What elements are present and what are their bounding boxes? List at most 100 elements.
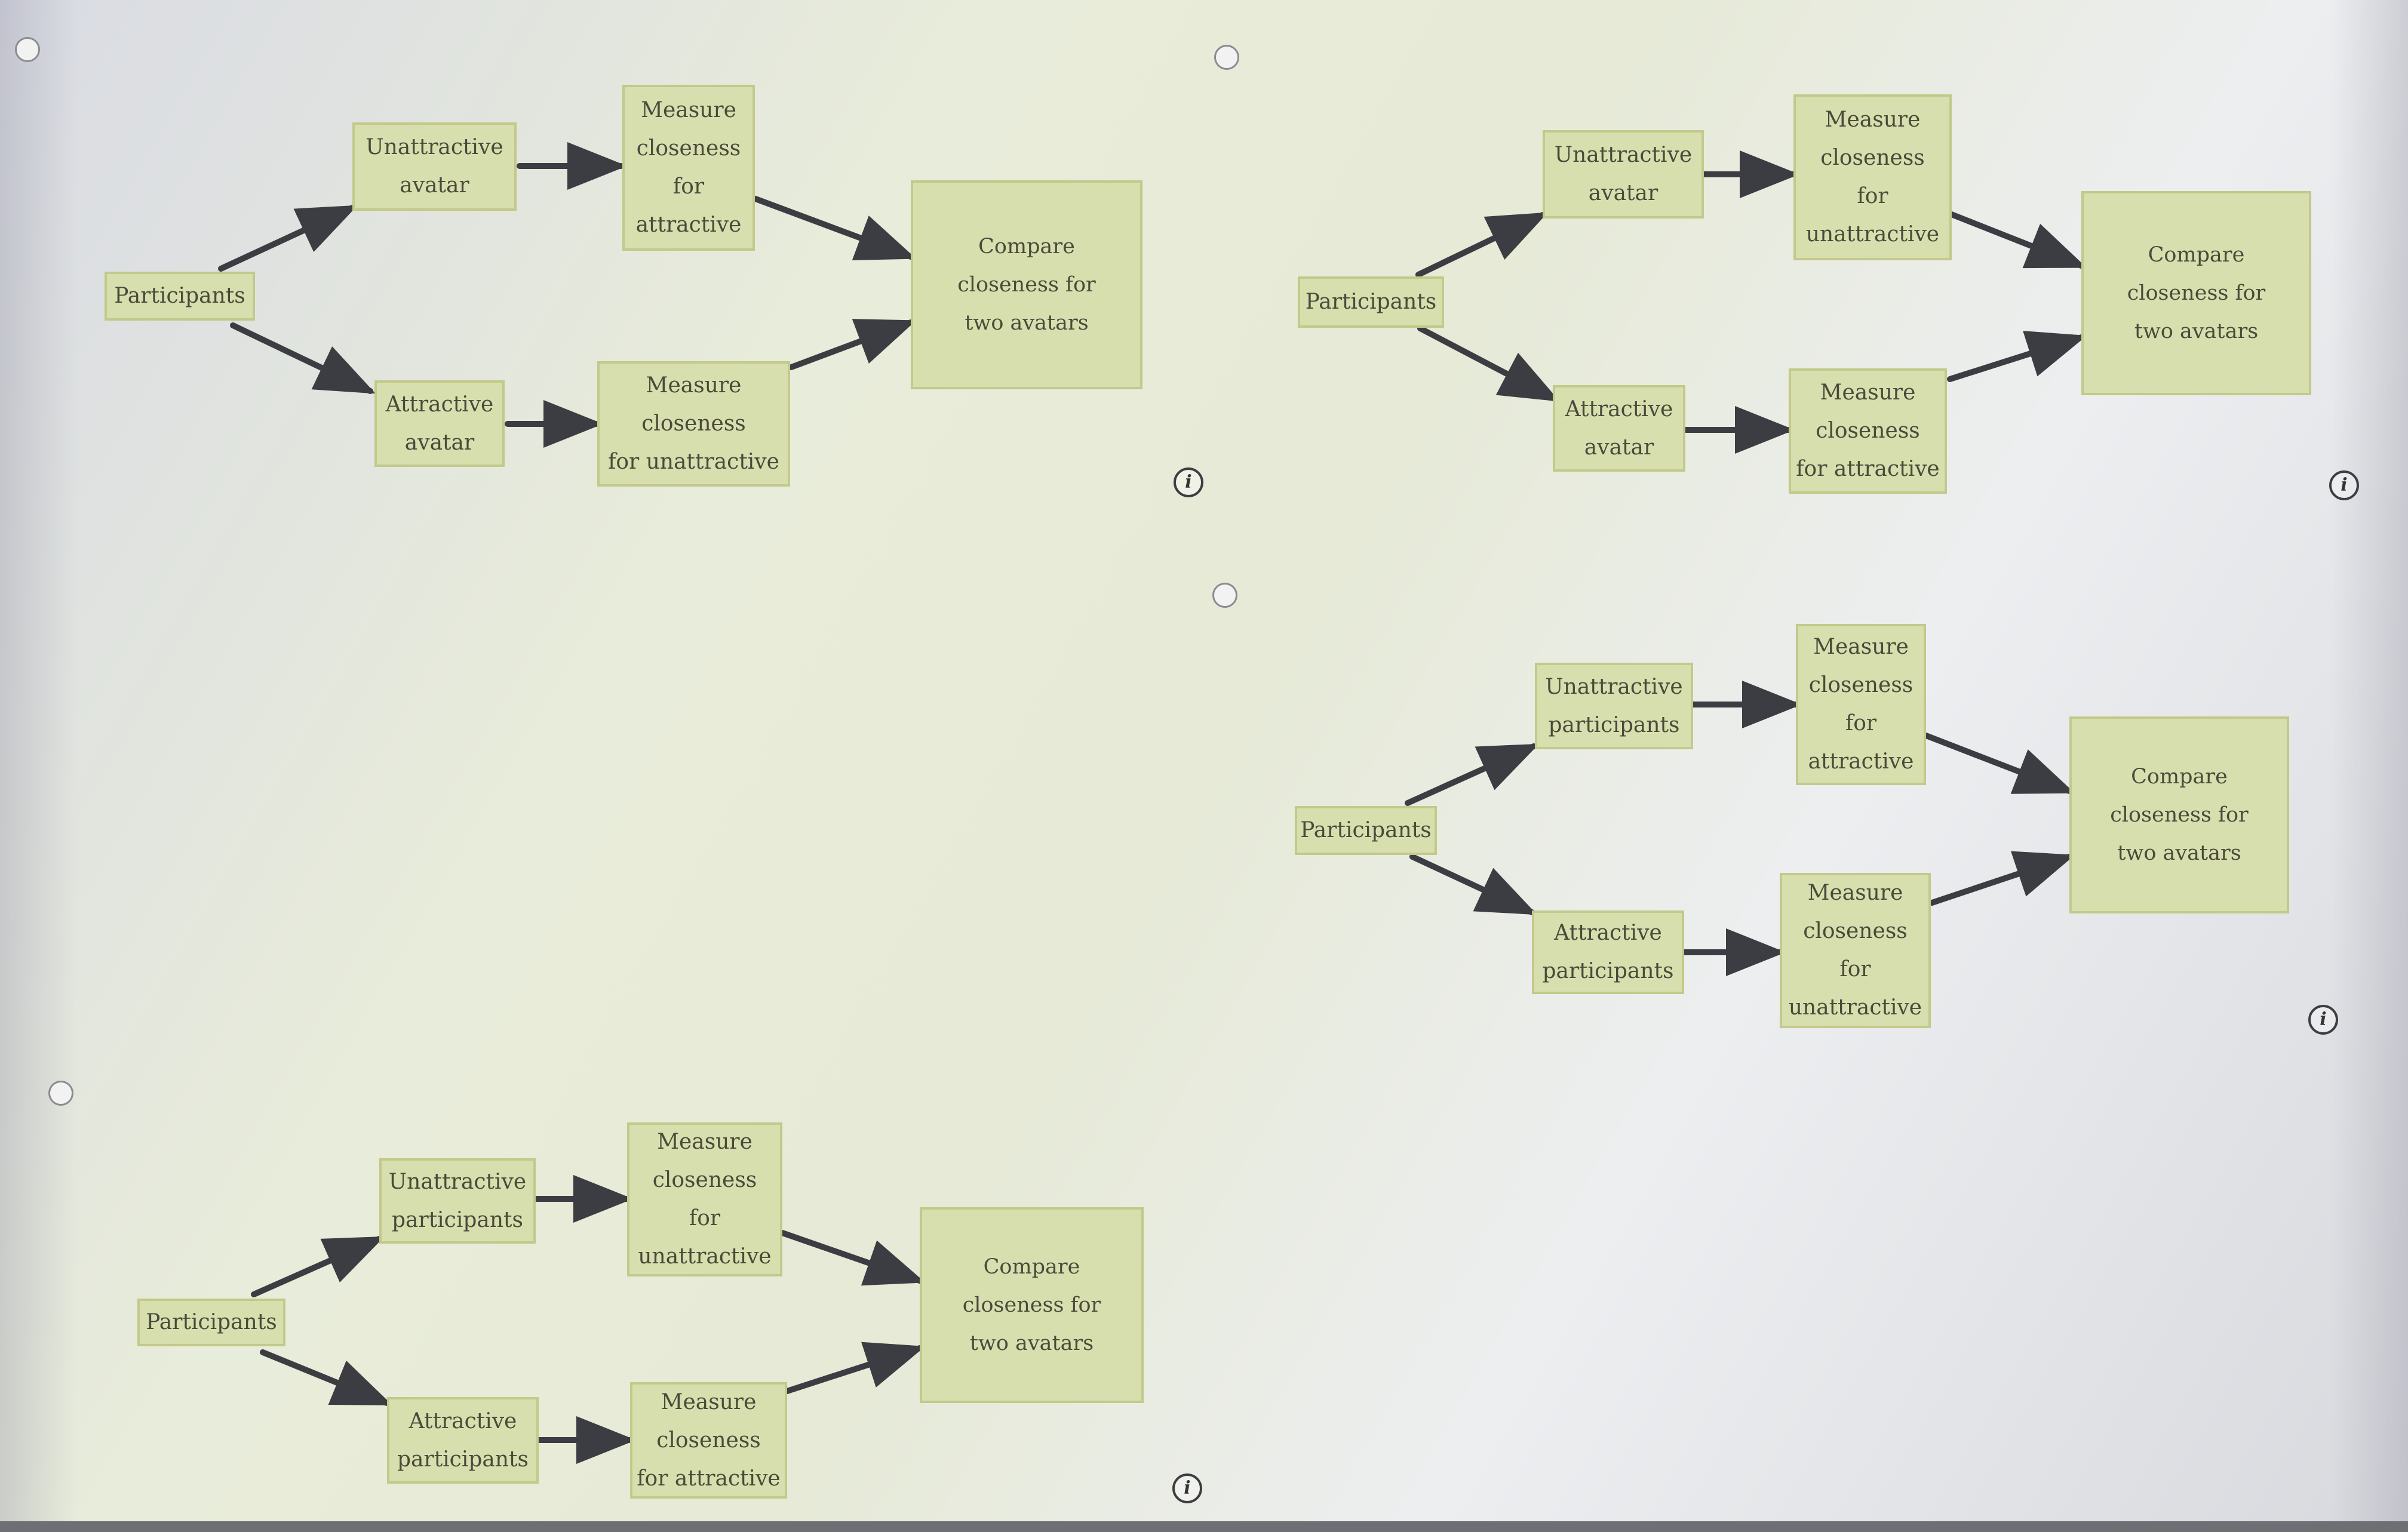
node-text: Measure [1820,380,1916,405]
measure-node-upper: Measure closeness for attractive [1796,624,1926,785]
group-node-upper: Unattractive avatar [1543,130,1704,219]
arrow-c-1 [1405,743,1540,806]
node-text: Compare [978,235,1075,259]
node-text: avatar [404,430,475,455]
node-text: closeness for [2127,281,2266,305]
arrow-d-5 [779,1230,926,1286]
info-icon[interactable]: i [1174,467,1203,497]
arrow-a-2 [230,322,376,394]
measure-node-upper: Measure closeness for unattractive [627,1122,782,1276]
group-node-lower: Attractive participants [1532,910,1684,994]
measure-node-lower: Measure closeness for unattractive [1780,873,1931,1028]
node-text: two avatars [2117,841,2241,865]
group-node-upper: Unattractive avatar [352,122,517,211]
measure-node-lower: Measure closeness for unattractive [597,361,790,487]
compare-node: Compare closeness for two avatars [2081,191,2311,395]
node-text: unattractive [638,1244,772,1269]
node-text: closeness [1820,146,1925,170]
node-text: avatar [1584,435,1654,460]
arrow-c-6 [1929,851,2075,906]
node-text: for attractive [637,1466,781,1491]
node-text: for [1845,711,1877,736]
group-node-lower: Attractive participants [387,1397,539,1484]
arrow-a-1 [218,205,358,272]
info-icon[interactable]: i [2329,470,2359,500]
node-text: Measure [661,1389,757,1414]
node-text: Measure [1813,635,1909,659]
radio-option-b[interactable] [1214,45,1239,70]
node-text: participants [391,1207,523,1232]
node-text: two avatars [969,1331,1094,1355]
node-text: Participants [1305,290,1437,314]
arrow-a-6 [788,319,917,370]
measure-node-lower: Measure closeness for attractive [1789,368,1947,494]
node-text: unattractive [1788,995,1922,1020]
participants-node: Participants [105,272,255,321]
node-text: Measure [641,98,736,122]
arrow-a-5 [752,196,917,261]
node-text: attractive [635,213,742,237]
node-text: Participants [1300,818,1432,842]
compare-node: Compare closeness for two avatars [911,180,1142,389]
node-text: closeness for [957,273,1096,297]
participants-node: Participants [1298,276,1444,328]
info-icon[interactable]: i [1172,1473,1202,1503]
node-text: Compare [2131,765,2228,789]
node-text: closeness for [2110,803,2249,827]
node-text: participants [397,1447,529,1472]
measure-node-lower: Measure closeness for attractive [630,1382,787,1499]
node-text: unattractive [1805,222,1940,247]
measure-node-upper: Measure closeness for unattractive [1793,94,1952,260]
node-text: two avatars [965,311,1089,335]
node-text: Unattractive [1545,674,1683,699]
arrow-b-5 [1947,211,2087,269]
group-node-lower: Attractive avatar [374,380,505,467]
arrow-d-6 [784,1342,926,1394]
radio-option-a[interactable] [15,37,40,62]
group-node-upper: Unattractive participants [379,1158,536,1244]
arrow-d-1 [251,1236,385,1297]
node-text: for unattractive [608,450,779,474]
compare-node: Compare closeness for two avatars [2069,716,2289,913]
node-text: avatar [400,173,469,198]
node-text: Attractive [408,1408,517,1433]
node-text: closeness [1808,673,1914,697]
info-icon[interactable]: i [2308,1005,2338,1035]
node-text: Compare [2148,243,2245,267]
arrow-b-1 [1415,212,1549,278]
node-text: Unattractive [388,1169,527,1194]
node-text: Unattractive [1554,143,1693,167]
node-text: Measure [1825,107,1921,132]
node-text: Participants [146,1310,277,1334]
node-text: two avatars [2134,319,2259,343]
node-text: closeness [1816,419,1920,443]
radio-option-c[interactable] [1212,583,1237,608]
node-text: for [689,1206,721,1230]
node-text: Unattractive [366,135,503,159]
radio-option-d[interactable] [48,1081,73,1106]
node-text: for attractive [1796,457,1940,481]
node-text: participants [1542,959,1674,983]
node-text: Attractive [1554,921,1662,945]
arrow-b-6 [1947,331,2087,382]
measure-node-upper: Measure closeness for attractive [622,85,755,251]
node-text: closeness [656,1428,761,1453]
node-text: Compare [983,1255,1080,1279]
arrow-c-5 [1923,733,2075,794]
node-text: avatar [1588,181,1658,205]
node-text: closeness [641,411,746,436]
node-text: Measure [657,1130,752,1154]
node-text: Participants [114,284,245,308]
node-text: for [1857,184,1888,208]
left-shadow [0,0,78,1521]
node-text: for [1839,957,1871,982]
node-text: for [672,174,705,199]
group-node-lower: Attractive avatar [1553,385,1685,472]
node-text: Attractive [385,392,494,417]
participants-node: Participants [137,1299,285,1346]
compare-node: Compare closeness for two avatars [920,1207,1144,1403]
node-text: closeness [636,136,741,161]
node-text: Attractive [1565,396,1673,422]
node-text: closeness [652,1168,757,1192]
